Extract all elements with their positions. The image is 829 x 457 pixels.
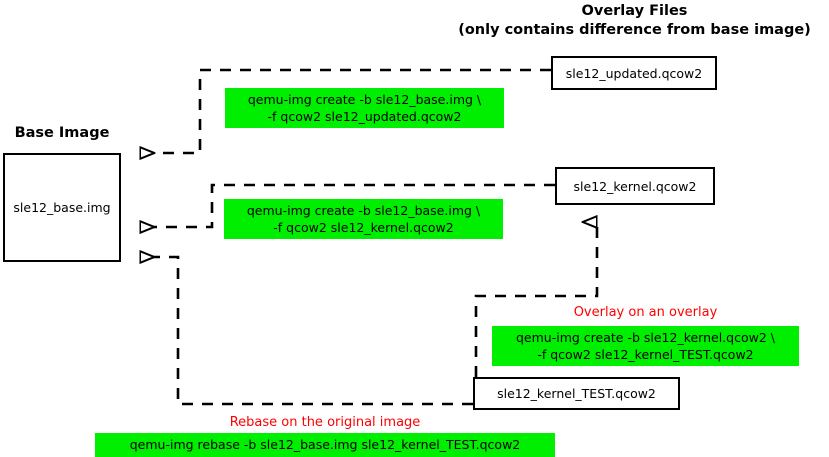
command-create-updated: qemu-img create -b sle12_base.img \ -f q… — [225, 88, 504, 128]
edge-kernel-test-to-kernel — [474, 222, 599, 377]
edge-updated-to-base — [140, 68, 551, 153]
base-image-title: Base Image — [14, 125, 110, 141]
command-create-kernel-test: qemu-img create -b sle12_kernel.qcow2 \ … — [492, 326, 799, 366]
edge-kernel-test-to-base — [140, 257, 473, 406]
node-sle12-kernel-test-label: sle12_kernel_TEST.qcow2 — [497, 386, 656, 401]
edge-kernel-to-base — [140, 183, 555, 227]
note-overlay-on-an-overlay: Overlay on an overlay — [573, 305, 718, 320]
overlay-files-title-line2: (only contains difference from base imag… — [458, 22, 811, 38]
overlay-files-title: Overlay Files (only contains difference … — [440, 2, 829, 40]
node-sle12-kernel-test: sle12_kernel_TEST.qcow2 — [473, 377, 680, 410]
node-base-image-label: sle12_base.img — [13, 200, 111, 215]
node-sle12-kernel: sle12_kernel.qcow2 — [555, 167, 715, 205]
node-sle12-updated: sle12_updated.qcow2 — [551, 56, 717, 90]
node-sle12-updated-label: sle12_updated.qcow2 — [565, 65, 703, 81]
command-create-kernel: qemu-img create -b sle12_base.img \ -f q… — [224, 199, 503, 239]
node-base-image: sle12_base.img — [3, 153, 121, 262]
overlay-files-title-line1: Overlay Files — [581, 3, 688, 19]
note-rebase-on-original-image: Rebase on the original image — [229, 415, 421, 430]
node-sle12-kernel-label: sle12_kernel.qcow2 — [573, 178, 697, 194]
command-rebase: qemu-img rebase -b sle12_base.img sle12_… — [95, 433, 555, 457]
